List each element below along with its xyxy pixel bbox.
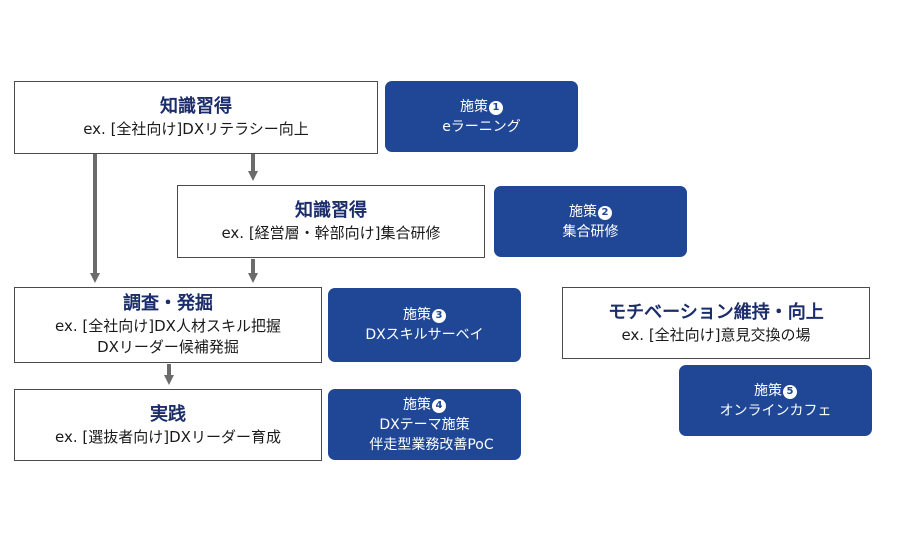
box-survey-discovery: 調査・発掘 ex. [全社向け]DX人材スキル把握 DXリーダー候補発掘 <box>14 287 322 363</box>
number-badge-icon: 5 <box>783 384 797 399</box>
box-example: ex. [全社向け]DXリテラシー向上 <box>83 120 309 138</box>
measure-label: 施策 <box>754 382 782 399</box>
measure-name: DXテーマ施策 <box>379 416 470 433</box>
number-badge-icon: 4 <box>432 398 446 413</box>
box-knowledge-management: 知識習得 ex. [経営層・幹部向け]集合研修 <box>177 185 485 258</box>
box-title: 調査・発掘 <box>123 293 213 314</box>
measure-name: eラーニング <box>442 118 521 135</box>
box-example: ex. [全社向け]DX人材スキル把握 <box>55 317 281 335</box>
number-badge-icon: 1 <box>489 100 503 115</box>
measure-label: 施策 <box>403 396 431 413</box>
box-example: ex. [経営層・幹部向け]集合研修 <box>221 224 441 242</box>
box-motivation: モチベーション維持・向上 ex. [全社向け]意見交換の場 <box>562 287 870 359</box>
number-badge-icon: 2 <box>598 205 612 220</box>
box-title: 知識習得 <box>295 200 367 221</box>
box-example: ex. [選抜者向け]DXリーダー育成 <box>55 427 281 446</box>
box-title: 知識習得 <box>160 96 232 117</box>
box-title: 実践 <box>150 403 186 425</box>
measure-label: 施策 <box>403 307 431 323</box>
number-badge-icon: 3 <box>432 309 446 323</box>
measure-name: 集合研修 <box>562 223 619 240</box>
box-practice: 実践 ex. [選抜者向け]DXリーダー育成 <box>14 389 322 461</box>
measure-name: DXスキルサーベイ <box>365 327 484 343</box>
box-example: ex. [全社向け]意見交換の場 <box>621 325 811 344</box>
measure-name: オンラインカフェ <box>719 402 832 419</box>
box-example-line2: DXリーダー候補発掘 <box>97 338 239 356</box>
measure-label: 施策 <box>460 98 488 115</box>
box-knowledge-all: 知識習得 ex. [全社向け]DXリテラシー向上 <box>14 81 378 154</box>
measure-name-line2: 伴走型業務改善PoC <box>369 436 494 453</box>
box-title: モチベーション維持・向上 <box>608 301 824 323</box>
measure-label: 施策 <box>569 203 597 220</box>
